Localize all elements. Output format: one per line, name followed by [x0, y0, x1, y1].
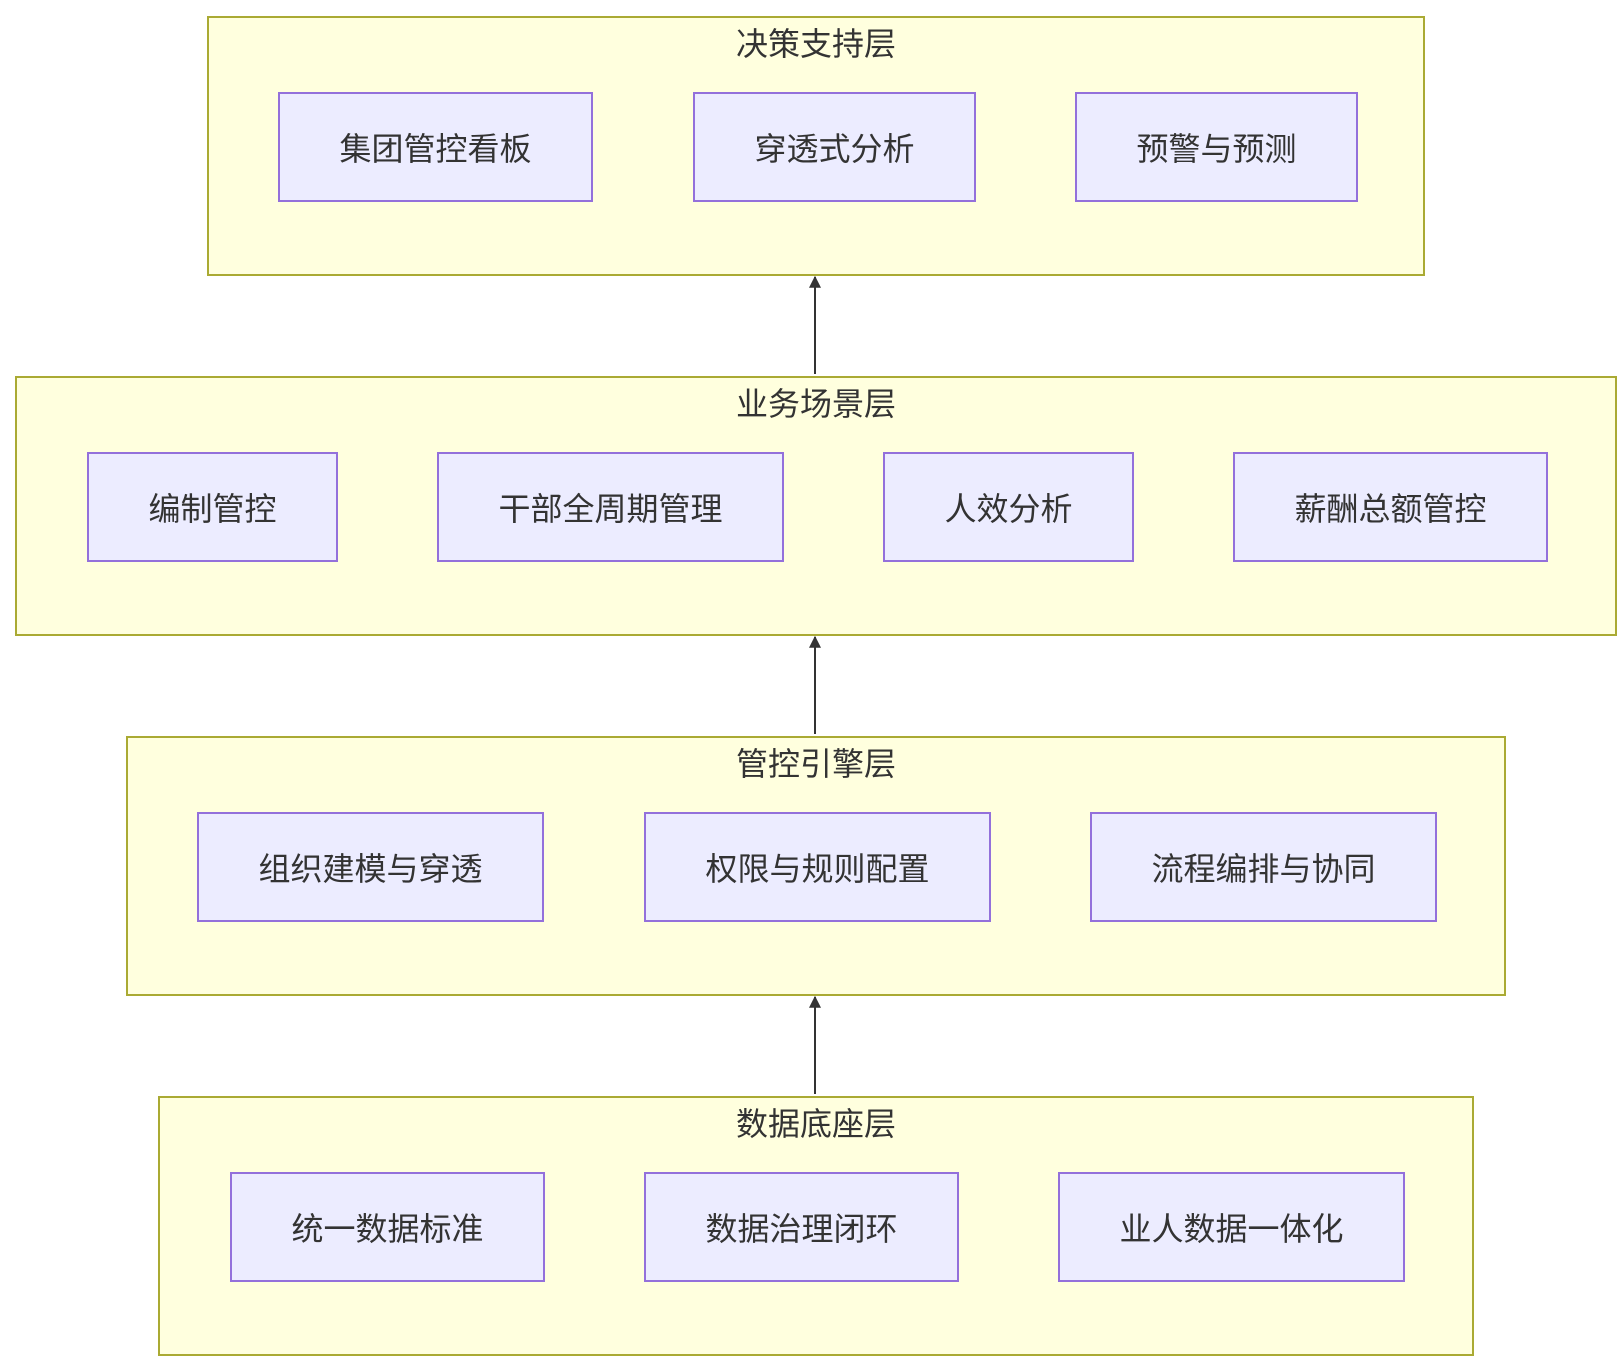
layer-title: 管控引擎层: [735, 745, 896, 783]
node-label: 数据治理闭环: [705, 1210, 898, 1248]
node-business-hr-integration[interactable]: 业人数据一体化: [1058, 1172, 1405, 1282]
node-label: 人效分析: [944, 490, 1073, 528]
layer-engine: 管控引擎层 组织建模与穿透 权限与规则配置 流程编排与协同: [126, 736, 1506, 996]
layer-data: 数据底座层 统一数据标准 数据治理闭环 业人数据一体化: [158, 1096, 1474, 1356]
node-label: 业人数据一体化: [1119, 1210, 1344, 1248]
node-data-standard[interactable]: 统一数据标准: [230, 1172, 545, 1282]
layer-business: 业务场景层 编制管控 干部全周期管理 人效分析 薪酬总额管控: [15, 376, 1617, 636]
node-label: 集团管控看板: [339, 130, 532, 168]
node-data-governance[interactable]: 数据治理闭环: [644, 1172, 959, 1282]
node-label: 干部全周期管理: [498, 490, 723, 528]
node-label: 薪酬总额管控: [1294, 490, 1487, 528]
node-label: 权限与规则配置: [705, 850, 930, 888]
node-payroll-control[interactable]: 薪酬总额管控: [1233, 452, 1548, 562]
node-efficiency-analysis[interactable]: 人效分析: [883, 452, 1134, 562]
node-label: 预警与预测: [1136, 130, 1297, 168]
node-label: 统一数据标准: [291, 1210, 484, 1248]
node-label: 编制管控: [148, 490, 277, 528]
layer-title: 数据底座层: [735, 1105, 896, 1143]
node-headcount-control[interactable]: 编制管控: [87, 452, 338, 562]
node-label: 穿透式分析: [754, 130, 915, 168]
layer-decision: 决策支持层 集团管控看板 穿透式分析 预警与预测: [207, 16, 1425, 276]
layer-title: 业务场景层: [735, 385, 896, 423]
node-drilldown-analysis[interactable]: 穿透式分析: [693, 92, 976, 202]
node-permission-rules[interactable]: 权限与规则配置: [644, 812, 991, 922]
node-label: 流程编排与协同: [1151, 850, 1376, 888]
node-alert-forecast[interactable]: 预警与预测: [1075, 92, 1358, 202]
node-cadre-lifecycle[interactable]: 干部全周期管理: [437, 452, 784, 562]
node-label: 组织建模与穿透: [258, 850, 483, 888]
node-org-modeling[interactable]: 组织建模与穿透: [197, 812, 544, 922]
node-workflow-orchestration[interactable]: 流程编排与协同: [1090, 812, 1437, 922]
layer-title: 决策支持层: [735, 25, 896, 63]
node-group-dashboard[interactable]: 集团管控看板: [278, 92, 593, 202]
